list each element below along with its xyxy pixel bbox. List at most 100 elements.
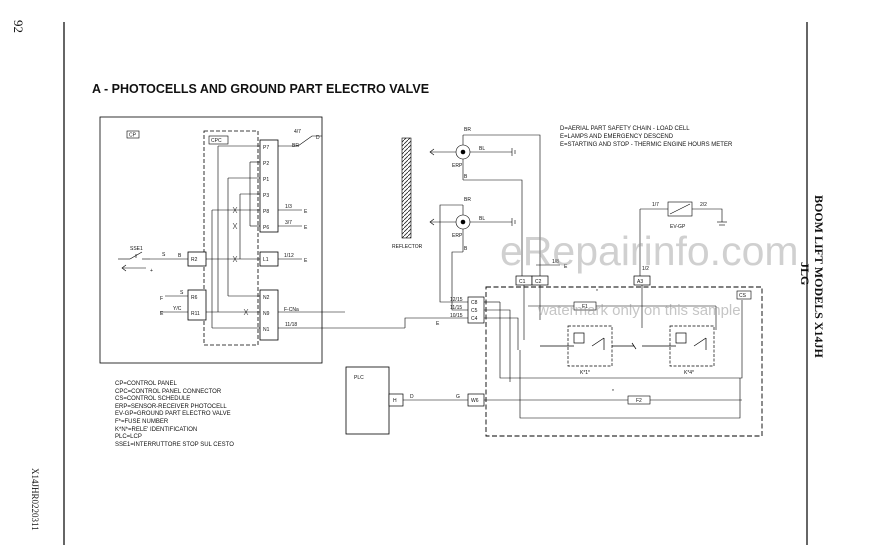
legend-item: CPC=CONTROL PANEL CONNECTOR	[115, 388, 222, 395]
fuse-f2	[627, 395, 651, 405]
legend-item: ERP=SENSOR-RECEIVER PHOTOCELL	[115, 403, 227, 410]
legend-item: CP=CONTROL PANEL	[115, 381, 177, 387]
wire-br-erp1: BR	[464, 127, 471, 133]
wire-e5: E	[564, 264, 568, 270]
diagram-title: A - PHOTOCELLS AND GROUND PART ELECTRO V…	[92, 82, 430, 96]
control-schedule-box	[485, 286, 763, 437]
wire-e1: E	[304, 209, 308, 215]
pin-c4: C4	[471, 316, 478, 322]
pin-r11: R11	[191, 311, 200, 317]
erp1-label: ERP	[452, 163, 463, 169]
sse1-switch	[118, 251, 150, 272]
wire-1-12: 1/12	[284, 253, 294, 259]
note-line: E=STARTING AND STOP - THERMIC ENGINE HOU…	[560, 142, 733, 148]
ev-gp-valve	[639, 201, 727, 276]
pin-c5: C5	[471, 308, 478, 314]
pin-c1: C1	[519, 279, 526, 285]
pin-r6: R6	[191, 295, 198, 301]
control-panel-box	[99, 116, 323, 364]
wire-b: B	[178, 253, 182, 259]
pin-n1: N1	[263, 327, 270, 333]
pin-p1: P1	[263, 177, 269, 183]
note-line: E=LAMPS AND EMERGENCY DESCEND	[560, 134, 674, 140]
evgp-label: EV-GP	[670, 224, 686, 230]
wire-h: H	[393, 398, 397, 404]
wire-s2: S	[180, 290, 184, 296]
pin-r2: R2	[191, 257, 198, 263]
note-line: D=AERIAL PART SAFETY CHAIN - LOAD CELL	[560, 126, 690, 132]
wire-1-2: 1/2	[642, 266, 649, 272]
reflector	[401, 137, 412, 239]
legend-item: SSE1=INTERRUTTORE STOP SUL CESTO	[115, 441, 234, 448]
pin-a3: A3	[637, 279, 643, 285]
wire-e3: E	[304, 258, 308, 264]
photocell-2	[429, 205, 516, 252]
legend-item: EV-GP=GROUND PART ELECTRO VALVE	[115, 411, 231, 418]
wire-plus: +	[150, 268, 153, 274]
wire-e2: E	[304, 225, 308, 231]
legend-item: K*N*=RELE' IDENTIFICATION	[115, 426, 198, 433]
wire-bl-erp2: BL	[479, 216, 485, 222]
watermark-main: eRepairinfo.com	[500, 228, 799, 274]
cp-label: CP	[129, 133, 137, 139]
relay-k4-label: K*4*	[684, 370, 694, 376]
legend: CP=CONTROL PANEL CPC=CONTROL PANEL CONNE…	[115, 381, 234, 449]
cs-label: CS	[739, 293, 747, 299]
watermark-sub: watermark only on this sample	[538, 302, 741, 319]
pin-p3: P3	[263, 193, 269, 199]
pin-l1: L1	[263, 257, 269, 263]
r6-r11-pins	[187, 289, 207, 321]
wire-f-cna: F-CNa	[284, 307, 299, 313]
wire-d2: D	[410, 394, 414, 400]
wire-yc: Y/C	[173, 306, 182, 312]
wire-3-7: 3/7	[285, 220, 292, 226]
wire-d: D	[316, 135, 320, 141]
plc-box	[345, 366, 390, 435]
relay-k1	[540, 325, 637, 367]
wire-4-7: 4/7	[294, 129, 301, 135]
photocell-1	[429, 135, 516, 180]
cpc-pin-block	[259, 139, 279, 233]
fuse-f1	[573, 301, 597, 311]
wire-br-erp2: BR	[464, 197, 471, 203]
cpc-connector-box	[203, 130, 259, 346]
wire-star-1: *	[596, 289, 598, 295]
wire-1-8: 1/8	[552, 259, 559, 265]
cpc-label: CPC	[211, 138, 222, 144]
wire-e6: E	[436, 321, 440, 327]
cpc-pin-block-2	[259, 289, 279, 341]
legend-item: PLC=LCP	[115, 434, 142, 441]
plc-label: PLC	[354, 375, 364, 381]
wire-b-erp2: B	[464, 246, 468, 252]
wire-bl-erp1: BL	[479, 146, 485, 152]
erp2-label: ERP	[452, 233, 463, 239]
pin-n2: N2	[263, 295, 270, 301]
wire-12-15: 12/15	[450, 297, 463, 303]
wire-f: F	[160, 296, 163, 302]
pin-p2: P2	[263, 161, 269, 167]
pin-c8: C8	[471, 300, 478, 306]
legend-item: F*=FUSE NUMBER	[115, 418, 169, 425]
pin-p8: P8	[263, 209, 269, 215]
wire-s: S	[162, 252, 166, 258]
wire-2-2: 2/2	[700, 202, 707, 208]
pin-n9: N9	[263, 311, 270, 317]
relay-k4	[642, 325, 715, 367]
legend-item: CS=CONTROL SCHEDULE	[115, 396, 191, 403]
pin-w6: W6	[471, 398, 479, 404]
wire-1-7: 1/7	[652, 202, 659, 208]
wire-br: BR	[292, 143, 299, 149]
reflector-label: REFLECTOR	[392, 244, 423, 250]
wire-11-15: 11/15	[450, 305, 462, 311]
wire-star-2: *	[612, 389, 614, 395]
pin-c2: C2	[535, 279, 542, 285]
fuse-f1-label: F1	[582, 304, 588, 310]
wire-b-erp1: B	[464, 174, 468, 180]
wire-1-3: 1/3	[285, 204, 292, 210]
wire-g: G	[456, 394, 460, 400]
wire-11-18: 11/18	[285, 322, 297, 328]
pin-p6: P6	[263, 225, 269, 231]
wire-notes: D=AERIAL PART SAFETY CHAIN - LOAD CELL E…	[560, 125, 732, 149]
fuse-f2-label: F2	[636, 398, 642, 404]
